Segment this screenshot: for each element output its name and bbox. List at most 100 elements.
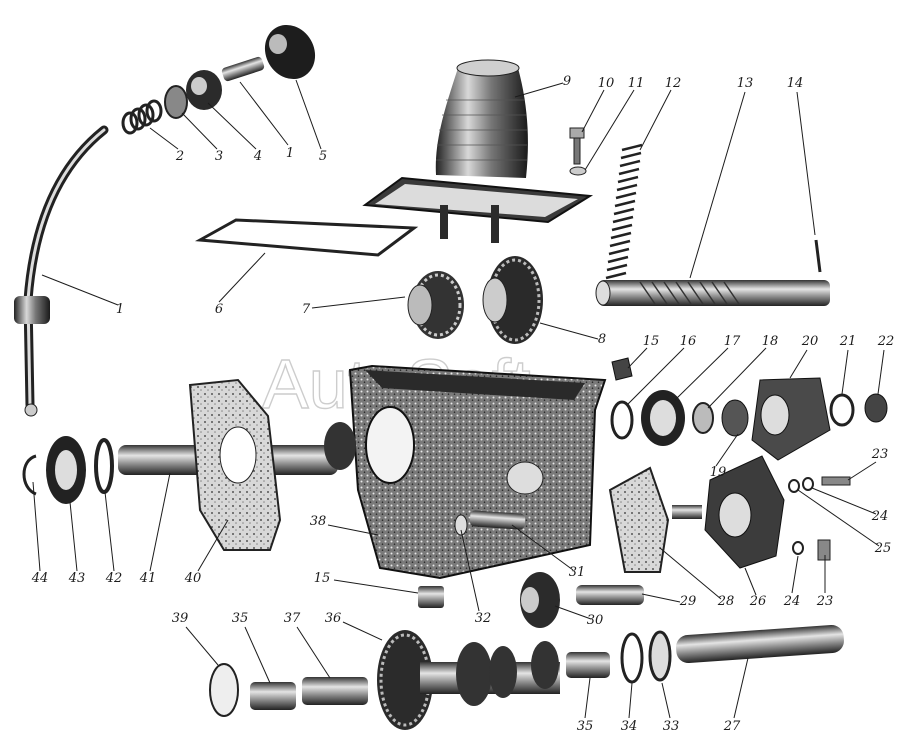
callout-c-31: 31 xyxy=(569,565,586,580)
leader-c-44 xyxy=(32,481,41,572)
callout-c-7: 7 xyxy=(302,302,311,317)
callout-c-37: 37 xyxy=(284,611,301,626)
leader-c-30 xyxy=(554,605,592,620)
housing-gasket xyxy=(608,466,670,573)
callout-c-6: 6 xyxy=(215,302,223,317)
leader-c-40 xyxy=(197,519,229,572)
callout-c-39: 39 xyxy=(172,611,189,626)
gear-knob xyxy=(264,24,316,80)
callout-c-41: 41 xyxy=(139,571,157,586)
gear-lever xyxy=(14,125,109,417)
leader-c-39 xyxy=(185,626,219,666)
drain-plug xyxy=(418,586,444,608)
callout-c-43: 43 xyxy=(68,571,86,586)
leader-c-15a xyxy=(627,347,648,369)
second-gear xyxy=(482,256,543,344)
countershaft-gear-cluster xyxy=(377,630,560,730)
leader-c-1a xyxy=(239,81,289,146)
callout-c-1b: 1 xyxy=(116,302,124,317)
leader-c-37 xyxy=(296,626,331,679)
leader-c-13 xyxy=(689,91,746,279)
gearbox-housing xyxy=(348,364,607,580)
callout-c-32: 32 xyxy=(475,611,492,626)
leader-c-42 xyxy=(104,491,115,572)
flange-washer xyxy=(829,393,855,427)
bearing-washer xyxy=(610,400,634,440)
leader-c-6 xyxy=(218,252,266,303)
thrust-washer-rear xyxy=(620,632,644,684)
callout-c-23b: 23 xyxy=(816,594,834,609)
callout-c-35b: 35 xyxy=(577,719,594,734)
main-shaft-bearing xyxy=(641,390,685,446)
synchro-gear xyxy=(407,271,464,339)
leader-c-14 xyxy=(796,91,816,236)
leader-c-25 xyxy=(797,489,880,547)
speedometer-gear xyxy=(721,399,749,437)
pin-bore xyxy=(454,514,468,536)
lock-plate xyxy=(648,630,672,682)
leader-c-27 xyxy=(733,657,749,719)
leader-c-24a xyxy=(811,487,877,515)
flange-nut xyxy=(864,393,888,423)
cover-bolt xyxy=(569,127,585,165)
countershaft-pin xyxy=(469,510,526,530)
needle-bearing-rear xyxy=(566,652,610,678)
callout-c-14: 14 xyxy=(787,76,804,91)
callout-c-4: 4 xyxy=(253,149,262,164)
leader-c-2 xyxy=(149,127,179,150)
leader-c-15b xyxy=(333,579,419,594)
cap-bolt-upper xyxy=(821,476,851,486)
callout-c-5: 5 xyxy=(319,149,327,164)
input-shaft-bearing xyxy=(46,436,86,504)
callout-c-40: 40 xyxy=(184,571,202,586)
spacer-tube xyxy=(302,677,368,705)
callout-c-24b: 24 xyxy=(783,594,801,609)
callout-c-15a: 15 xyxy=(643,334,660,349)
front-gasket-hole xyxy=(219,426,257,484)
callout-c-22: 22 xyxy=(877,334,895,349)
reverse-idler-gear xyxy=(520,572,560,628)
leader-c-26 xyxy=(744,567,757,596)
shift-spring xyxy=(605,143,643,280)
retaining-ring-washer xyxy=(94,438,114,494)
callout-c-27: 27 xyxy=(723,719,741,734)
snap-ring xyxy=(22,454,37,496)
callout-c-33: 33 xyxy=(663,719,680,734)
leader-c-31 xyxy=(511,524,574,571)
leader-c-32 xyxy=(460,529,480,612)
callout-c-23a: 23 xyxy=(871,447,889,462)
retaining-washer xyxy=(164,85,188,119)
leader-c-16 xyxy=(627,347,685,405)
callout-c-21: 21 xyxy=(839,334,857,349)
callout-c-9: 9 xyxy=(563,74,571,89)
callout-c-15b: 15 xyxy=(314,571,331,586)
bearing-spacer xyxy=(692,402,714,434)
callout-c-2: 2 xyxy=(175,149,184,164)
callout-c-36: 36 xyxy=(325,611,342,626)
leader-c-5 xyxy=(295,79,322,150)
leader-c-19 xyxy=(715,433,739,467)
leader-c-3 xyxy=(181,112,218,150)
leader-c-35a xyxy=(244,626,271,684)
leader-c-43 xyxy=(69,501,78,572)
lock-washer-lower xyxy=(792,541,804,555)
leader-c-20 xyxy=(789,349,808,379)
leader-c-1b xyxy=(41,274,119,306)
callout-c-19: 19 xyxy=(710,465,727,480)
leader-c-34 xyxy=(628,682,633,719)
countershaft-axle xyxy=(676,624,844,664)
thrust-washer-front xyxy=(209,663,239,717)
callout-c-30: 30 xyxy=(587,613,604,628)
callout-c-1a: 1 xyxy=(286,146,294,161)
leader-c-38 xyxy=(327,524,379,536)
main-shaft xyxy=(595,280,830,306)
leader-c-29 xyxy=(641,593,681,603)
leader-c-18 xyxy=(707,347,767,409)
needle-bearing-front xyxy=(250,682,296,710)
callout-c-20: 20 xyxy=(801,334,819,349)
rear-bearing-cap xyxy=(751,377,831,461)
leader-c-33 xyxy=(661,682,671,719)
